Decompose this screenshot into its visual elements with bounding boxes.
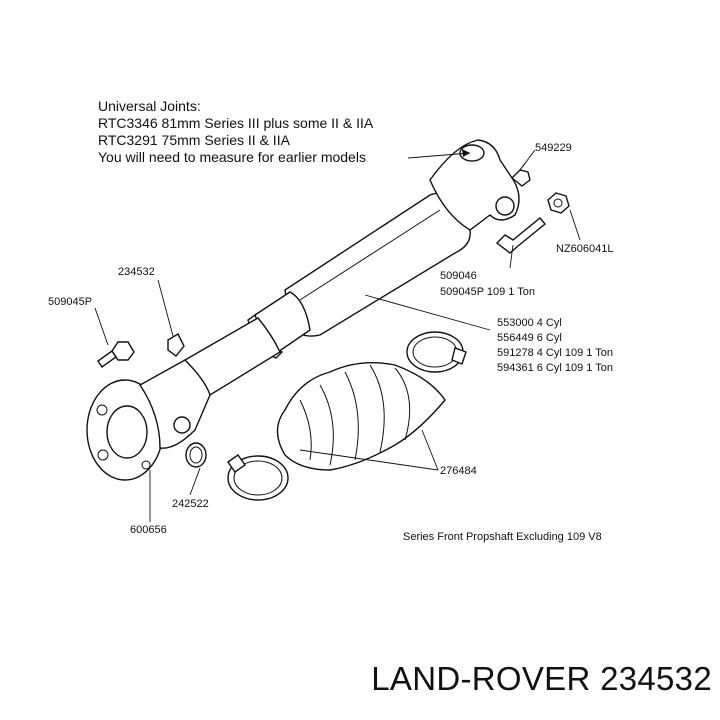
gaiter-276484 <box>276 361 446 471</box>
flange-bore <box>106 405 148 459</box>
note-line-4: You will need to measure for earlier mod… <box>98 149 366 165</box>
label-234532: 234532 <box>118 266 155 278</box>
label-600656: 600656 <box>130 524 167 536</box>
label-594361: 594361 6 Cyl 109 1 Ton <box>497 362 613 374</box>
label-591278: 591278 4 Cyl 109 1 Ton <box>497 347 613 359</box>
label-509045p: 509045P <box>48 296 92 308</box>
yoke-bore-side <box>495 196 515 216</box>
note-line-3: RTC3291 75mm Series II & IIA <box>98 132 291 148</box>
label-nz606041l: NZ606041L <box>556 243 614 255</box>
brand-part-title: LAND-ROVER 234532 <box>371 660 712 697</box>
nut-nz606041l <box>547 192 570 214</box>
label-549229: 549229 <box>535 142 572 154</box>
grease-nipple-234532 <box>167 333 185 357</box>
grease-nipple-549229 <box>510 169 531 187</box>
circlip-242522 <box>185 442 207 468</box>
yoke-cross-bore <box>173 416 191 434</box>
bolt-509046 <box>495 217 546 254</box>
note-line-2: RTC3346 81mm Series III plus some II & I… <box>98 115 374 131</box>
label-509045p-109: 509045P 109 1 Ton <box>440 286 535 298</box>
note-line-1: Universal Joints: <box>98 98 201 114</box>
label-553000: 553000 4 Cyl <box>497 317 562 329</box>
label-242522: 242522 <box>172 498 209 510</box>
propshaft-diagram: Universal Joints: RTC3346 81mm Series II… <box>48 98 614 543</box>
label-276484: 276484 <box>440 465 477 477</box>
propshaft-main-tube <box>284 192 471 337</box>
label-509046: 509046 <box>440 270 477 282</box>
diagram-caption: Series Front Propshaft Excluding 109 V8 <box>403 531 602 543</box>
yoke-bore-top <box>459 144 485 162</box>
label-556449: 556449 6 Cyl <box>497 332 562 344</box>
front-yoke-body <box>138 359 211 449</box>
